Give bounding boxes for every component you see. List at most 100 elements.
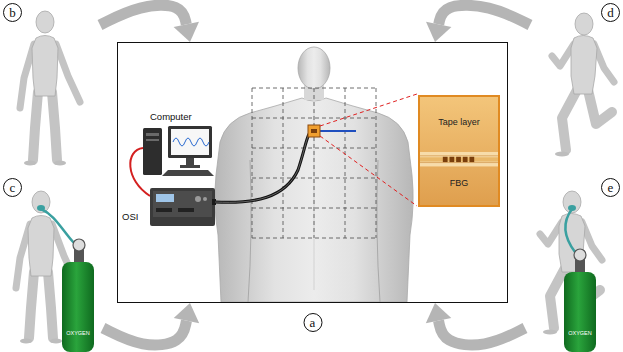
- arrow-body: [439, 5, 530, 25]
- standing-figure-part: [20, 339, 32, 344]
- human-back-part: [377, 160, 380, 302]
- computer-icon-part: [173, 138, 209, 146]
- oxygen-tank-part: [564, 272, 596, 352]
- flow-arrow: [426, 5, 530, 42]
- standing-figure-part: [32, 36, 58, 97]
- running-figure-part: [543, 330, 557, 335]
- fiber-tail: [320, 130, 356, 132]
- standing-figure-part-part: [56, 44, 80, 102]
- oxygen-tank: [564, 249, 596, 352]
- standing-figure-part: [36, 11, 54, 33]
- arrow-head: [426, 303, 451, 323]
- computer-icon-part: [143, 128, 162, 175]
- standing-figure-part-part: [29, 272, 34, 338]
- figure-box: b: [3, 3, 100, 168]
- standing-figure-part: [28, 216, 54, 277]
- running-figure-part: [555, 152, 569, 157]
- zoom-leader: [320, 94, 417, 206]
- setup-panel: aTape layerFBG: [117, 42, 508, 303]
- arrow-head: [426, 22, 451, 42]
- osi-device-part: [153, 191, 212, 217]
- figure-box: d: [530, 3, 620, 168]
- fbg-sensor-part: [311, 129, 317, 133]
- layer-label: FBG: [450, 178, 469, 189]
- human-back: [215, 47, 413, 302]
- human-back-part: [298, 47, 330, 89]
- oxygen-tank: [62, 239, 94, 352]
- arrow-head: [174, 303, 199, 323]
- tape-layer-illustration-part: [420, 157, 498, 161]
- tape-layer-illustration-part: [449, 157, 454, 162]
- fbg-sensor: [308, 125, 320, 137]
- sensor-grid-part: [252, 88, 376, 238]
- panel-letter: a: [303, 313, 322, 332]
- human-back-part: [248, 160, 251, 302]
- flow-arrow: [426, 303, 525, 345]
- sensor-grid: [252, 88, 376, 238]
- tape-layer-illustration-part: [420, 156, 498, 163]
- running-figure-part: [575, 13, 593, 35]
- computer-icon-part: [168, 126, 212, 158]
- figure-box: c: [3, 178, 103, 350]
- tape-layer-illustration-part: [420, 152, 498, 166]
- osi-device-part: [178, 208, 194, 212]
- zoom-inset: Tape layerFBG: [418, 95, 500, 207]
- device-label: Computer: [150, 111, 192, 123]
- optical-fiber: [215, 134, 309, 202]
- oxygen-tank-part: [62, 262, 94, 352]
- computer-icon-part: [146, 139, 159, 141]
- computer-icon-part: [162, 170, 214, 176]
- osi-device-part: [203, 197, 207, 201]
- figure-box: e: [525, 178, 620, 350]
- panel-letter: b: [3, 3, 22, 22]
- fbg-sensor-part: [308, 125, 320, 137]
- arrow-body: [103, 321, 186, 345]
- panel-letter: e: [601, 178, 620, 197]
- running-figure-part-part: [588, 90, 612, 124]
- running-figure-part: [571, 36, 597, 95]
- tank-label: OXYGEN: [564, 330, 596, 337]
- standing-figure-part-part: [33, 92, 38, 160]
- running-figure-part-part: [550, 268, 565, 328]
- data-cable: [130, 148, 150, 196]
- arrow-body: [100, 5, 186, 25]
- device-label: OSI: [122, 211, 138, 223]
- tape-layer-illustration-part: [420, 97, 498, 205]
- layer-label: Tape layer: [438, 117, 480, 128]
- computer-icon-part: [146, 133, 159, 136]
- tape-layer-illustration: [420, 97, 498, 205]
- osi-device-part: [156, 194, 174, 202]
- computer-icon-part: [171, 129, 209, 155]
- tape-layer-illustration-part: [469, 157, 474, 162]
- running-figure: [552, 13, 614, 157]
- tape-layer-illustration-part: [463, 157, 468, 162]
- panel-ground: [117, 42, 508, 303]
- computer-icon-part: [186, 158, 194, 165]
- standing-figure-part-part: [52, 92, 57, 160]
- computer-icon-part: [180, 165, 200, 168]
- panel-letter: d: [601, 3, 620, 22]
- optical-fiber: [215, 134, 309, 202]
- tank-label: OXYGEN: [62, 330, 94, 337]
- running-figure-part-part: [562, 90, 577, 150]
- tape-layer-illustration-part: [456, 157, 461, 162]
- osi-device-part: [156, 208, 172, 212]
- computer-icon: [143, 126, 214, 176]
- running-figure-part: [559, 214, 585, 273]
- standing-figure-part: [50, 339, 62, 344]
- tape-layer-illustration-part: [443, 157, 448, 162]
- flow-arrow: [100, 5, 199, 42]
- oxygen-tube: [41, 209, 74, 243]
- standing-figure-part-part: [48, 272, 53, 338]
- osi-device: [150, 188, 216, 226]
- sensor-grid-part: [252, 88, 376, 238]
- arrow-head: [174, 22, 199, 42]
- oxygen-tank-part: [73, 239, 85, 251]
- standing-figure: [20, 11, 80, 166]
- flow-arrow: [103, 303, 199, 345]
- standing-figure-part: [24, 161, 36, 166]
- osi-device-part: [150, 188, 215, 226]
